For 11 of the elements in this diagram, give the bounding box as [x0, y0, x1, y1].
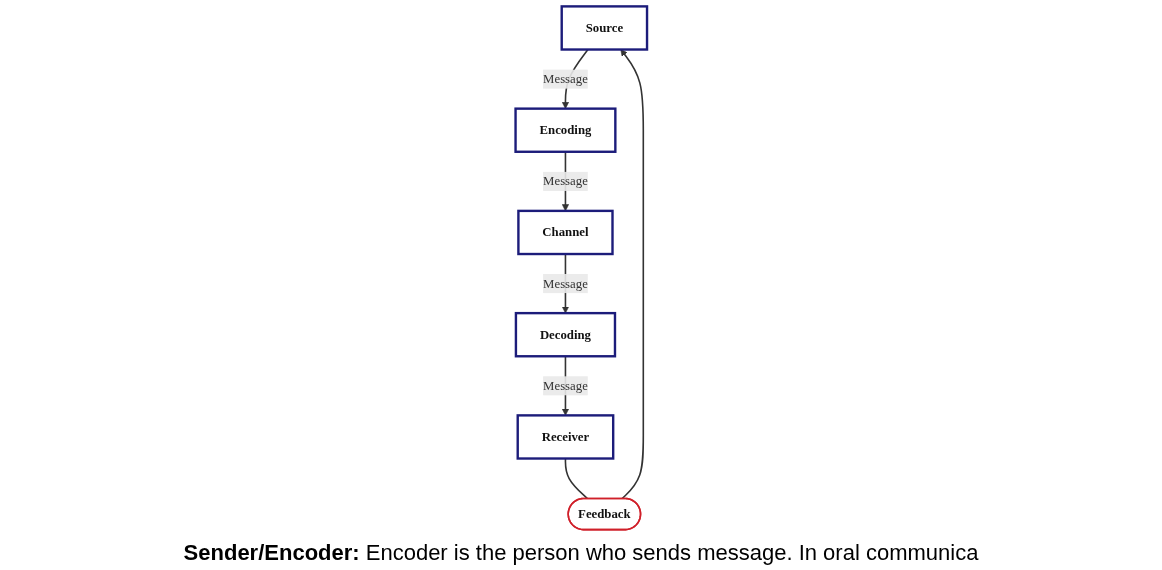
- edge-label: Message: [542, 174, 588, 188]
- edge-label: Message: [542, 378, 588, 393]
- edge-label: Message: [542, 71, 588, 86]
- arrow: [620, 49, 644, 500]
- node-box: Source: [560, 5, 648, 51]
- node-box: Channel: [516, 209, 614, 256]
- node-box: Decoding: [514, 311, 616, 358]
- node-box: Encoding: [514, 107, 617, 153]
- edge-label: Message: [542, 276, 588, 290]
- description-text: Sender/Encoder: Encoder is the person who sends message. In oral communica: [183, 540, 979, 566]
- node-box: Receiver: [516, 414, 615, 460]
